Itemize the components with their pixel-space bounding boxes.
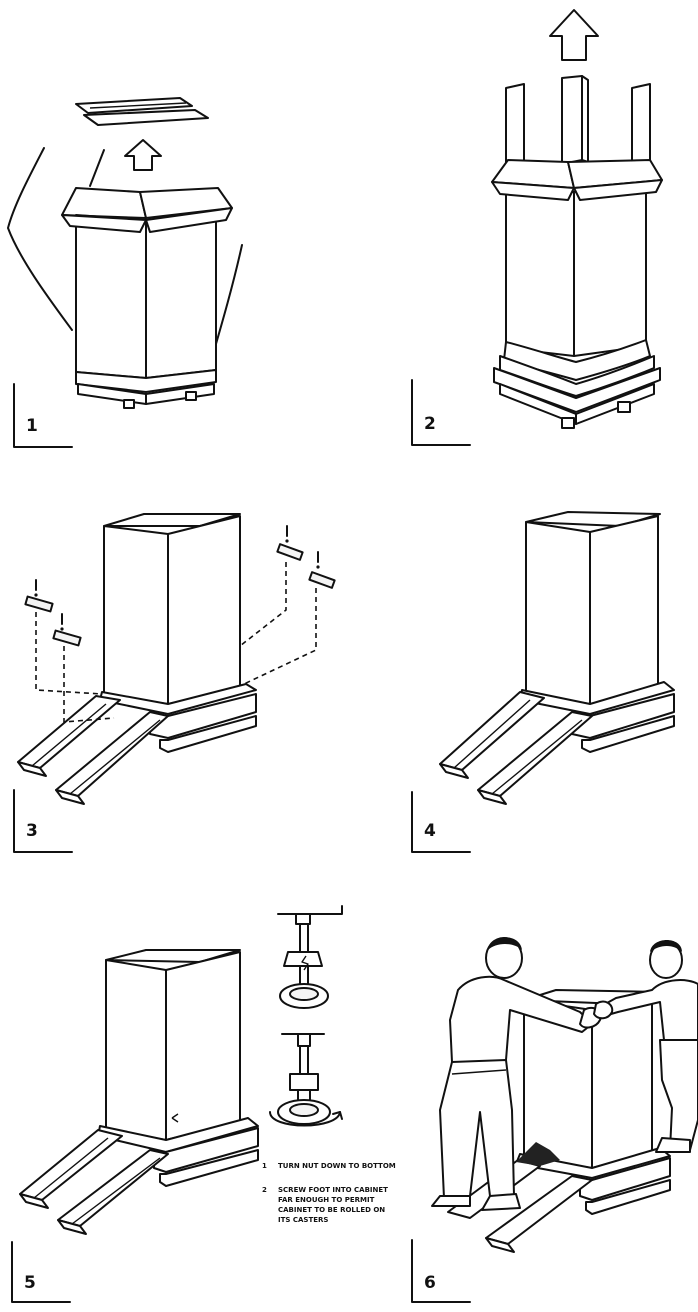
- note-line: ITS CASTERS: [278, 1216, 328, 1224]
- loading-ramps: [439, 691, 593, 805]
- pallet: [99, 683, 257, 753]
- panel-step-1: 1: [7, 97, 243, 448]
- panel-step-6: 6: [411, 937, 698, 1303]
- loading-ramps: [19, 1129, 169, 1235]
- cabinet-box: [103, 513, 241, 705]
- up-arrow-icon: [549, 9, 599, 61]
- note-index: 2: [262, 1186, 267, 1194]
- ramp-bolts: [24, 525, 336, 647]
- panel-step-4: 4: [411, 511, 675, 853]
- panel-step-5: 1 TURN NUT DOWN TO BOTTOM 2 SCREW FOOT I…: [11, 905, 396, 1303]
- step-corner-bracket: [411, 379, 471, 446]
- note-line: SCREW FOOT INTO CABINET: [278, 1186, 388, 1194]
- cabinet-box: [105, 949, 241, 1141]
- step-corner-bracket: [411, 791, 471, 853]
- note-index: 1: [262, 1162, 267, 1170]
- step-number: 4: [424, 821, 436, 841]
- instruction-notes: 1 TURN NUT DOWN TO BOTTOM 2 SCREW FOOT I…: [262, 1162, 396, 1224]
- step-number: 6: [424, 1273, 436, 1293]
- leveling-foot-detail-2: [277, 1033, 331, 1125]
- step-corner-bracket: [411, 1239, 471, 1303]
- note-line: TURN NUT DOWN TO BOTTOM: [278, 1162, 396, 1170]
- step-number: 1: [26, 416, 38, 436]
- pallet: [515, 1147, 671, 1215]
- corner-posts: [505, 75, 651, 173]
- pallet: [97, 1117, 259, 1187]
- leveling-foot-detail-1: [277, 905, 343, 1009]
- step-corner-bracket: [11, 1241, 71, 1303]
- worker-right: [593, 940, 698, 1153]
- step-number: 5: [24, 1273, 36, 1293]
- note-line: CABINET TO BE ROLLED ON: [278, 1206, 385, 1214]
- top-packing-pieces: [75, 97, 209, 126]
- loading-ramps: [17, 695, 169, 805]
- up-arrow-icon: [124, 139, 162, 171]
- step-number: 3: [26, 821, 38, 841]
- panel-step-3: 3: [13, 513, 336, 853]
- pallet: [75, 369, 217, 409]
- rotation-arrow-icon: [269, 1111, 343, 1127]
- step-corner-bracket: [13, 789, 73, 853]
- cabinet-box: [525, 511, 661, 705]
- caster-shadow: [516, 1142, 560, 1166]
- shipping-box: [491, 159, 663, 357]
- note-line: FAR ENOUGH TO PERMIT: [278, 1196, 375, 1204]
- strap: [89, 149, 105, 187]
- alignment-guides: [35, 562, 317, 723]
- pallet: [493, 367, 661, 429]
- step-number: 2: [424, 414, 436, 434]
- panel-step-2: 2: [411, 9, 663, 446]
- worker-left: [431, 937, 602, 1211]
- step-corner-bracket: [13, 383, 73, 448]
- shipping-box: [61, 187, 233, 379]
- strap: [7, 147, 73, 331]
